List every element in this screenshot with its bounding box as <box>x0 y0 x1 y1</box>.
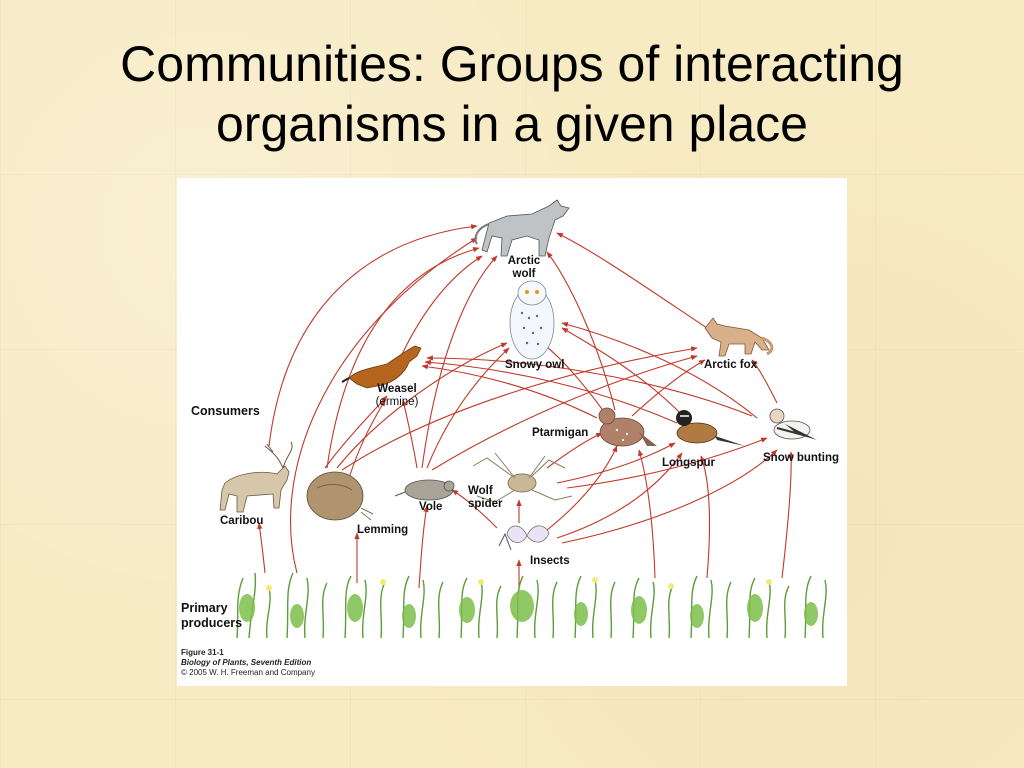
slide-title: Communities: Groups of interacting organ… <box>0 34 1024 154</box>
label-weasel-ermine: (ermine) <box>375 396 419 408</box>
arrow-bunting-to-owl <box>561 322 758 419</box>
arrow-spider-to-bunting <box>566 437 768 489</box>
label-vole: Vole <box>419 501 443 513</box>
longspur-illustration <box>676 410 745 446</box>
wolf-spider-illustration <box>472 452 573 503</box>
vole-illustration <box>394 479 455 501</box>
arrow-ptarmigan-to-weasel <box>421 364 598 419</box>
arrow-vole-to-wolf <box>421 255 498 469</box>
label-caribou: Caribou <box>220 515 264 527</box>
arrow-vole-to-weasel <box>401 399 418 469</box>
arrow-bunting-to-weasel <box>426 355 753 417</box>
label-snowy-owl: Snowy owl <box>505 359 565 371</box>
arrow-lemming-to-owl <box>336 342 508 469</box>
arrow-weasel-to-wolf <box>394 255 483 371</box>
arctic-wolf-illustration <box>474 199 570 257</box>
arrow-caribou-to-wolf <box>268 224 478 447</box>
arrow-insects-to-longspur <box>556 452 683 539</box>
arrow-vole-to-owl <box>426 347 510 469</box>
ptarmigan-illustration <box>598 407 657 447</box>
arrow-insects-to-vole <box>451 489 498 529</box>
category-consumers: Consumers <box>191 404 260 418</box>
arrow-plants-to-bunting <box>781 451 794 579</box>
producer-foliage <box>239 590 818 628</box>
label-lemming: Lemming <box>357 524 409 536</box>
arrow-ptarmigan-to-fox <box>631 359 706 417</box>
feeding-arrows <box>257 224 794 589</box>
figure-book-title: Biology of Plants, Seventh Edition <box>181 658 312 667</box>
label-snow-bunting: Snow bunting <box>763 452 840 464</box>
arrow-vole-to-fox <box>431 355 698 471</box>
arctic-fox-illustration <box>704 317 774 357</box>
arrow-bunting-to-fox <box>751 359 778 404</box>
figure-credit: Figure 31-1 Biology of Plants, Seventh E… <box>181 648 315 678</box>
arrow-ptarmigan-to-owl <box>541 342 608 417</box>
figure-copyright: © 2005 W. H. Freeman and Company <box>181 668 315 677</box>
snow-bunting-illustration <box>769 408 817 440</box>
arrow-plants-to-vole <box>418 505 429 589</box>
arrow-plants-to-caribou <box>257 522 266 574</box>
arrow-fox-to-wolf <box>556 232 708 329</box>
arrow-plants-to-ptarmigan <box>638 449 656 579</box>
insects-illustration <box>498 525 550 551</box>
producer-flowers <box>266 577 772 591</box>
label-weasel: Weasel <box>377 383 417 395</box>
arrow-lemming-to-fox <box>341 346 698 471</box>
arrow-spider-to-longspur <box>556 442 676 484</box>
label-ptarmigan: Ptarmigan <box>532 427 589 439</box>
arrow-longspur-to-weasel <box>424 359 678 424</box>
category-primary-producers: Primary producers <box>181 601 243 630</box>
slide-title-line-1: Communities: Groups of interacting <box>120 36 904 92</box>
figure-number: Figure 31-1 <box>181 648 224 657</box>
weasel-illustration <box>341 345 422 389</box>
label-longspur: Longspur <box>662 457 716 469</box>
label-arctic-fox: Arctic fox <box>704 359 758 371</box>
slide-title-line-2: organisms in a given place <box>216 96 808 152</box>
primary-producers-illustration <box>236 572 827 639</box>
arrow-plants-to-wolf-side <box>290 237 478 574</box>
arrow-longspur-to-owl <box>561 327 686 419</box>
arrow-spider-to-ptarmigan <box>546 432 603 469</box>
caribou-illustration <box>219 441 293 513</box>
food-web-figure: Arctic wolf Snowy owl Arctic fox Weasel … <box>177 178 847 686</box>
snowy-owl-illustration <box>509 280 555 360</box>
arrow-caribou-to-weasel <box>348 399 386 479</box>
label-insects: Insects <box>530 555 570 567</box>
arrow-insects-to-ptarmigan <box>546 445 618 531</box>
label-wolf-spider: Wolf spider <box>468 485 503 510</box>
arrow-insects-to-bunting <box>561 449 778 544</box>
food-web-diagram <box>219 199 827 639</box>
arrow-plants-to-longspur <box>700 455 710 579</box>
label-arctic-wolf: Arctic wolf <box>507 255 541 280</box>
lemming-illustration <box>306 471 374 521</box>
